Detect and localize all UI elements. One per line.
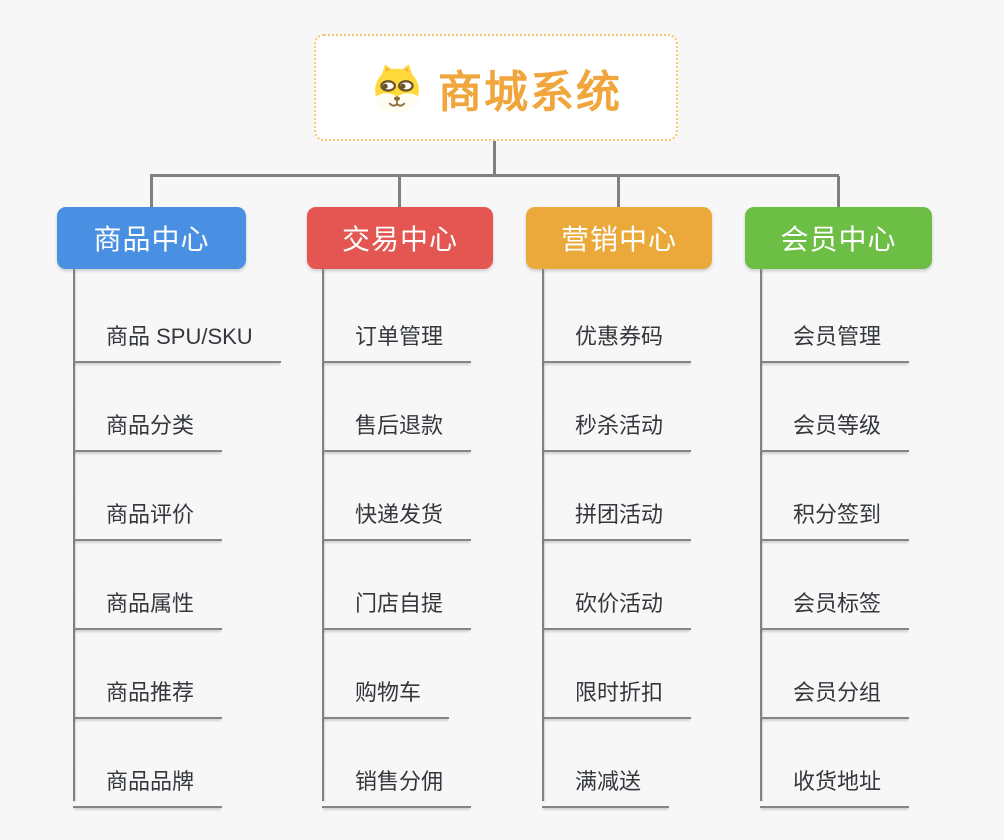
child-topic[interactable]: 商品推荐 [73, 675, 223, 719]
connector-column-marketing [542, 269, 544, 801]
branch-marketing-center[interactable]: 营销中心 [526, 207, 712, 269]
connector-column-member [760, 269, 762, 801]
child-topic[interactable]: 积分签到 [760, 497, 910, 541]
child-topic[interactable]: 商品 SPU/SKU [73, 319, 281, 363]
child-topic[interactable]: 商品属性 [73, 586, 223, 630]
root-topic-label: 商城系统 [438, 67, 622, 117]
child-topic[interactable]: 订单管理 [322, 319, 472, 363]
child-topic[interactable]: 快递发货 [322, 497, 472, 541]
root-topic[interactable]: 商城系统 [314, 34, 678, 141]
child-topic[interactable]: 商品分类 [73, 408, 223, 452]
child-topic[interactable]: 拼团活动 [542, 497, 692, 541]
connector-root-stem [493, 141, 496, 175]
connector-column-product [73, 269, 75, 801]
child-topic[interactable]: 优惠券码 [542, 319, 692, 363]
connector-drop-product [150, 176, 153, 208]
branch-label: 交易中心 [341, 224, 458, 255]
child-topic[interactable]: 门店自提 [322, 586, 472, 630]
connector-drop-trade [398, 176, 401, 208]
child-topic[interactable]: 满减送 [542, 764, 670, 808]
branch-label: 商品中心 [93, 224, 210, 255]
child-topic[interactable]: 收货地址 [760, 764, 910, 808]
child-topic[interactable]: 会员等级 [760, 408, 910, 452]
connector-column-trade [322, 269, 324, 801]
connector-drop-member [837, 176, 840, 208]
child-topic[interactable]: 商品品牌 [73, 764, 223, 808]
child-topic[interactable]: 会员管理 [760, 319, 910, 363]
child-topic[interactable]: 购物车 [322, 675, 450, 719]
branch-label: 营销中心 [560, 224, 677, 255]
child-topic[interactable]: 秒杀活动 [542, 408, 692, 452]
child-topic[interactable]: 会员分组 [760, 675, 910, 719]
branch-trade-center[interactable]: 交易中心 [307, 207, 493, 269]
dog-face-icon [375, 63, 419, 112]
child-topic[interactable]: 销售分佣 [322, 764, 472, 808]
child-topic[interactable]: 商品评价 [73, 497, 223, 541]
child-topic[interactable]: 会员标签 [760, 586, 910, 630]
connector-drop-marketing [617, 176, 620, 208]
branch-member-center[interactable]: 会员中心 [745, 207, 932, 269]
connector-horizontal-bar [150, 174, 839, 177]
child-topic[interactable]: 售后退款 [322, 408, 472, 452]
branch-label: 会员中心 [780, 224, 897, 255]
child-topic[interactable]: 限时折扣 [542, 675, 692, 719]
branch-product-center[interactable]: 商品中心 [57, 207, 246, 269]
child-topic[interactable]: 砍价活动 [542, 586, 692, 630]
